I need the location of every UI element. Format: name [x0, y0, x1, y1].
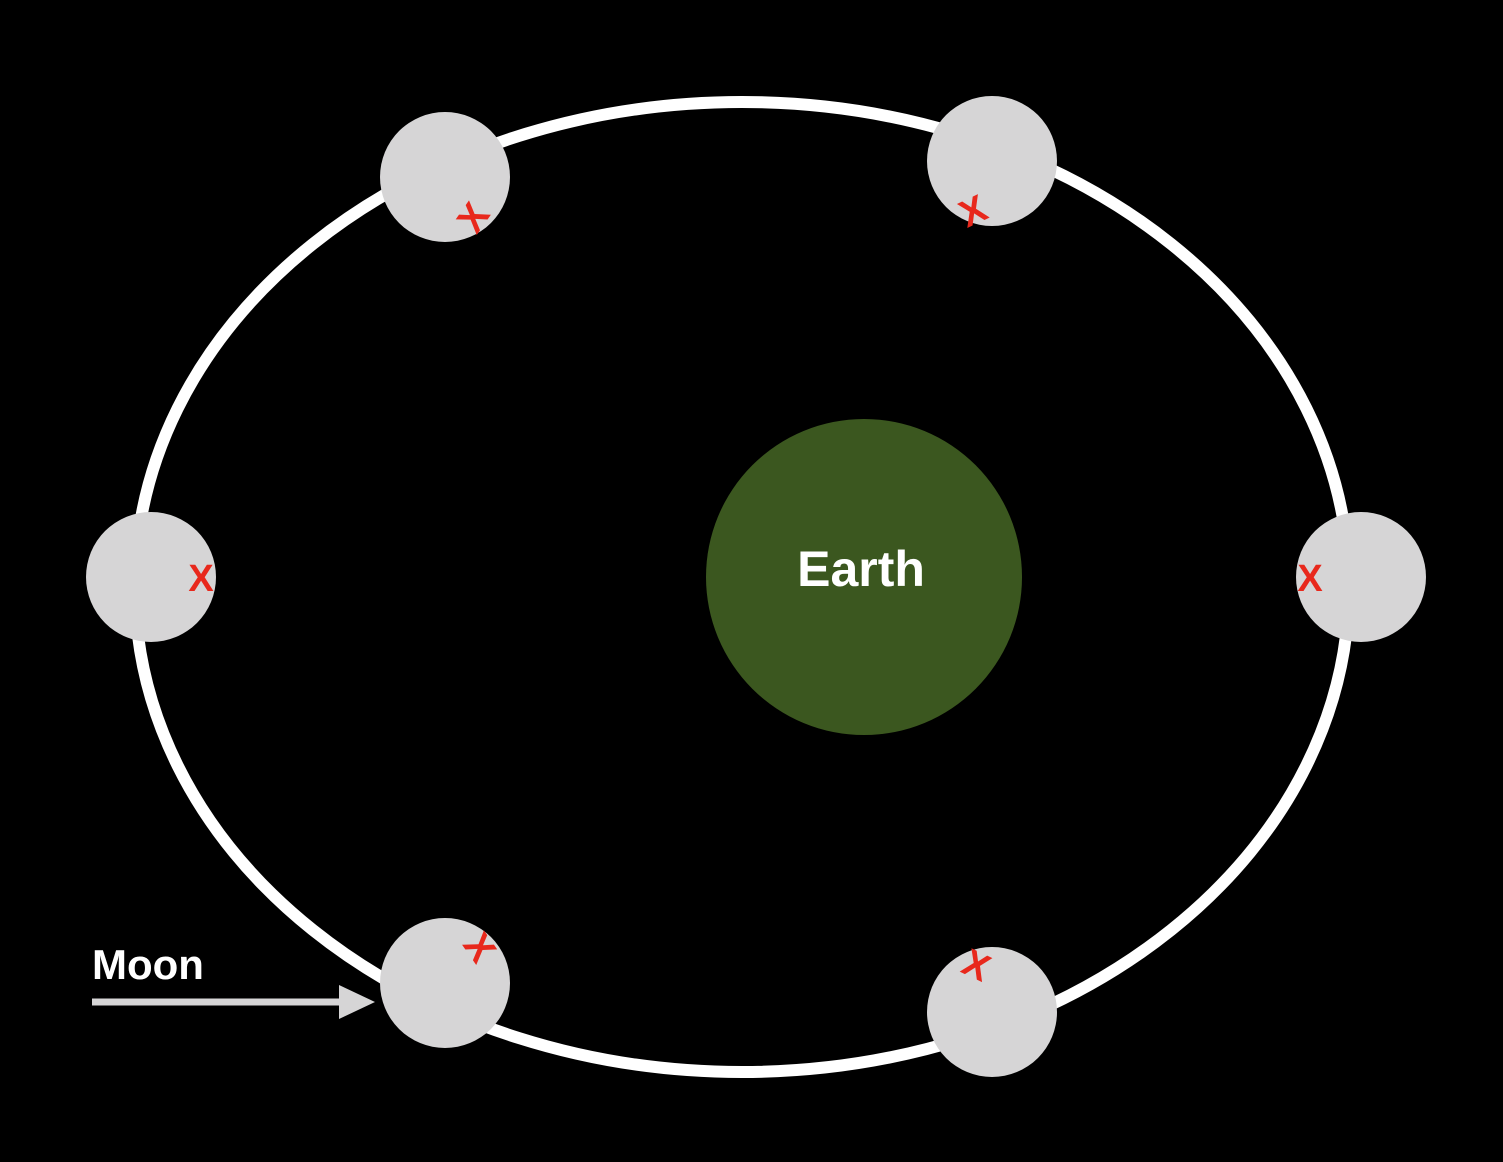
moon-arrow-head: [339, 985, 375, 1019]
moon-body: [927, 96, 1057, 226]
moon-position-bottom-left: X: [380, 918, 510, 1048]
earth: Earth: [706, 419, 1022, 735]
earth-body: [706, 419, 1022, 735]
moon-label: Moon: [92, 941, 204, 988]
moon-position-top-left: X: [380, 112, 510, 242]
moon-body: [380, 112, 510, 242]
moon-body: [1296, 512, 1426, 642]
earth-label: Earth: [797, 541, 925, 597]
moon-position-left: X: [86, 512, 216, 642]
moon-marker: X: [1297, 558, 1323, 600]
moon-position-bottom-right: X: [927, 942, 1057, 1077]
moon-position-right: X: [1296, 512, 1426, 642]
moon-position-top-right: X: [927, 96, 1057, 236]
moon-body: [380, 918, 510, 1048]
moon-marker: X: [188, 558, 214, 600]
moon-callout: Moon: [92, 941, 375, 1019]
moon-body: [86, 512, 216, 642]
moon-body: [927, 947, 1057, 1077]
